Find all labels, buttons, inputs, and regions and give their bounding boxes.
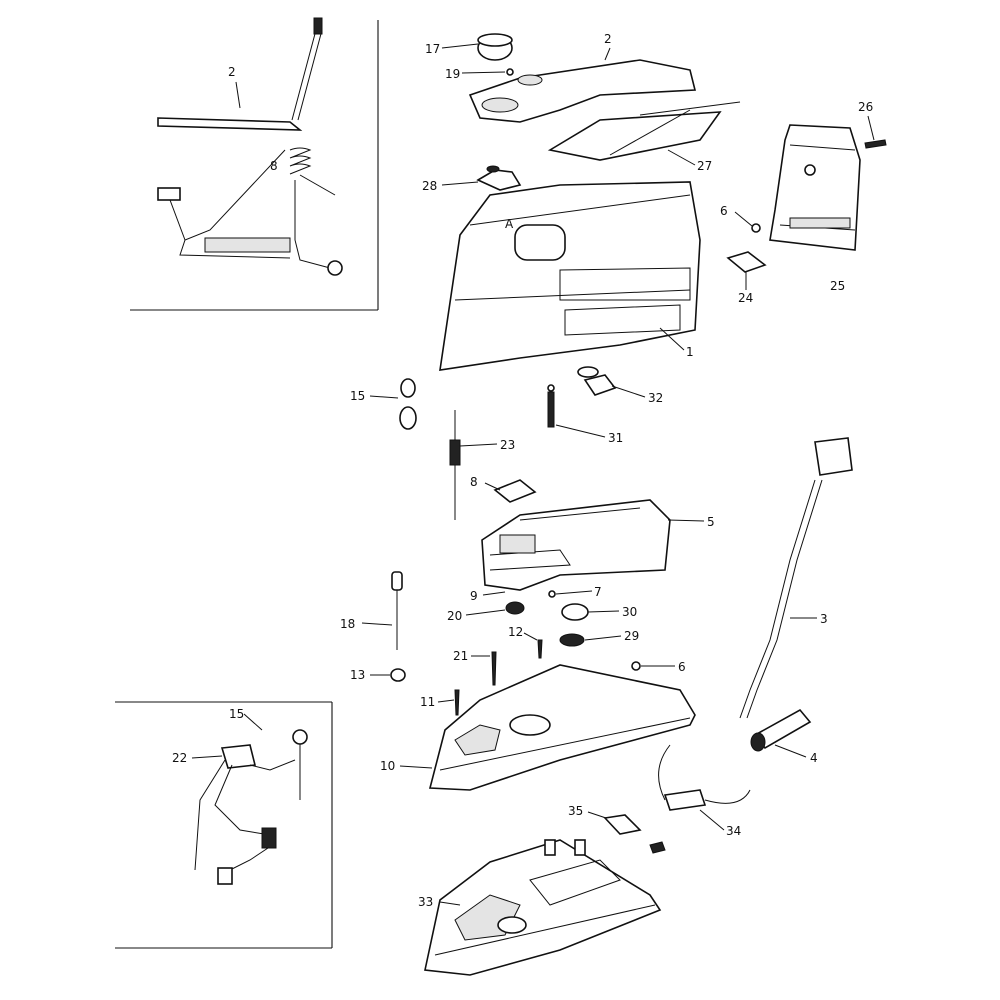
callout-6-upper: 6 bbox=[720, 204, 728, 218]
callout-4: 4 bbox=[810, 751, 818, 765]
soleplate-cover-part-10: 10 bbox=[380, 664, 696, 791]
power-cord-part-3: 3 4 bbox=[739, 437, 853, 765]
callout-24: 24 bbox=[738, 291, 753, 305]
callout-21: 21 bbox=[453, 649, 468, 663]
small-parts-group: 18 13 9 20 7 30 29 12 21 6 11 bbox=[340, 571, 686, 716]
callout-3: 3 bbox=[820, 612, 828, 626]
callout-2-top: 2 bbox=[604, 32, 612, 46]
callout-20: 20 bbox=[447, 609, 462, 623]
callout-33: 33 bbox=[418, 895, 433, 909]
callout-11: 11 bbox=[420, 695, 435, 709]
water-tank-part-5: 8 5 bbox=[470, 475, 715, 591]
inset-thermostat-wiring: 15 22 bbox=[115, 701, 333, 949]
callout-26: 26 bbox=[858, 100, 873, 114]
inset-handle-wiring: 2 8 bbox=[130, 17, 379, 311]
callout-17: 17 bbox=[425, 42, 440, 56]
svg-text:A: A bbox=[505, 217, 514, 231]
rear-bracket-group: 26 6 24 25 1 bbox=[659, 100, 887, 359]
callout-13: 13 bbox=[350, 668, 365, 682]
callout-7: 7 bbox=[594, 585, 602, 599]
callouts-top: 17 19 2 27 28 bbox=[422, 32, 712, 193]
soleplate-part-33: 33 bbox=[418, 839, 662, 976]
callout-5: 5 bbox=[707, 515, 715, 529]
callout-1: 1 bbox=[686, 345, 694, 359]
callout-32: 32 bbox=[648, 391, 663, 405]
handle-cover-group bbox=[468, 33, 741, 191]
callout-8: 8 bbox=[470, 475, 478, 489]
middle-parts-group: 15 23 31 32 bbox=[350, 366, 663, 520]
callout-12: 12 bbox=[508, 625, 523, 639]
callout-30: 30 bbox=[622, 605, 637, 619]
callout-23: 23 bbox=[500, 438, 515, 452]
callout-2-inset: 2 bbox=[228, 65, 236, 79]
callout-34: 34 bbox=[726, 824, 741, 838]
callout-15-inset: 15 bbox=[229, 707, 244, 721]
callout-31: 31 bbox=[608, 431, 623, 445]
thermostat-parts-group: 35 34 bbox=[568, 744, 751, 854]
callout-28: 28 bbox=[422, 179, 437, 193]
callout-35: 35 bbox=[568, 804, 583, 818]
callout-22: 22 bbox=[172, 751, 187, 765]
callout-10: 10 bbox=[380, 759, 395, 773]
housing-part-1: A bbox=[439, 181, 701, 371]
callout-19: 19 bbox=[445, 67, 460, 81]
callout-27: 27 bbox=[697, 159, 712, 173]
callout-29: 29 bbox=[624, 629, 639, 643]
callout-6-lower: 6 bbox=[678, 660, 686, 674]
callout-inset-small: 8 bbox=[270, 159, 278, 173]
callout-18: 18 bbox=[340, 617, 355, 631]
callout-9: 9 bbox=[470, 589, 478, 603]
callout-25: 25 bbox=[830, 279, 845, 293]
callout-15: 15 bbox=[350, 389, 365, 403]
